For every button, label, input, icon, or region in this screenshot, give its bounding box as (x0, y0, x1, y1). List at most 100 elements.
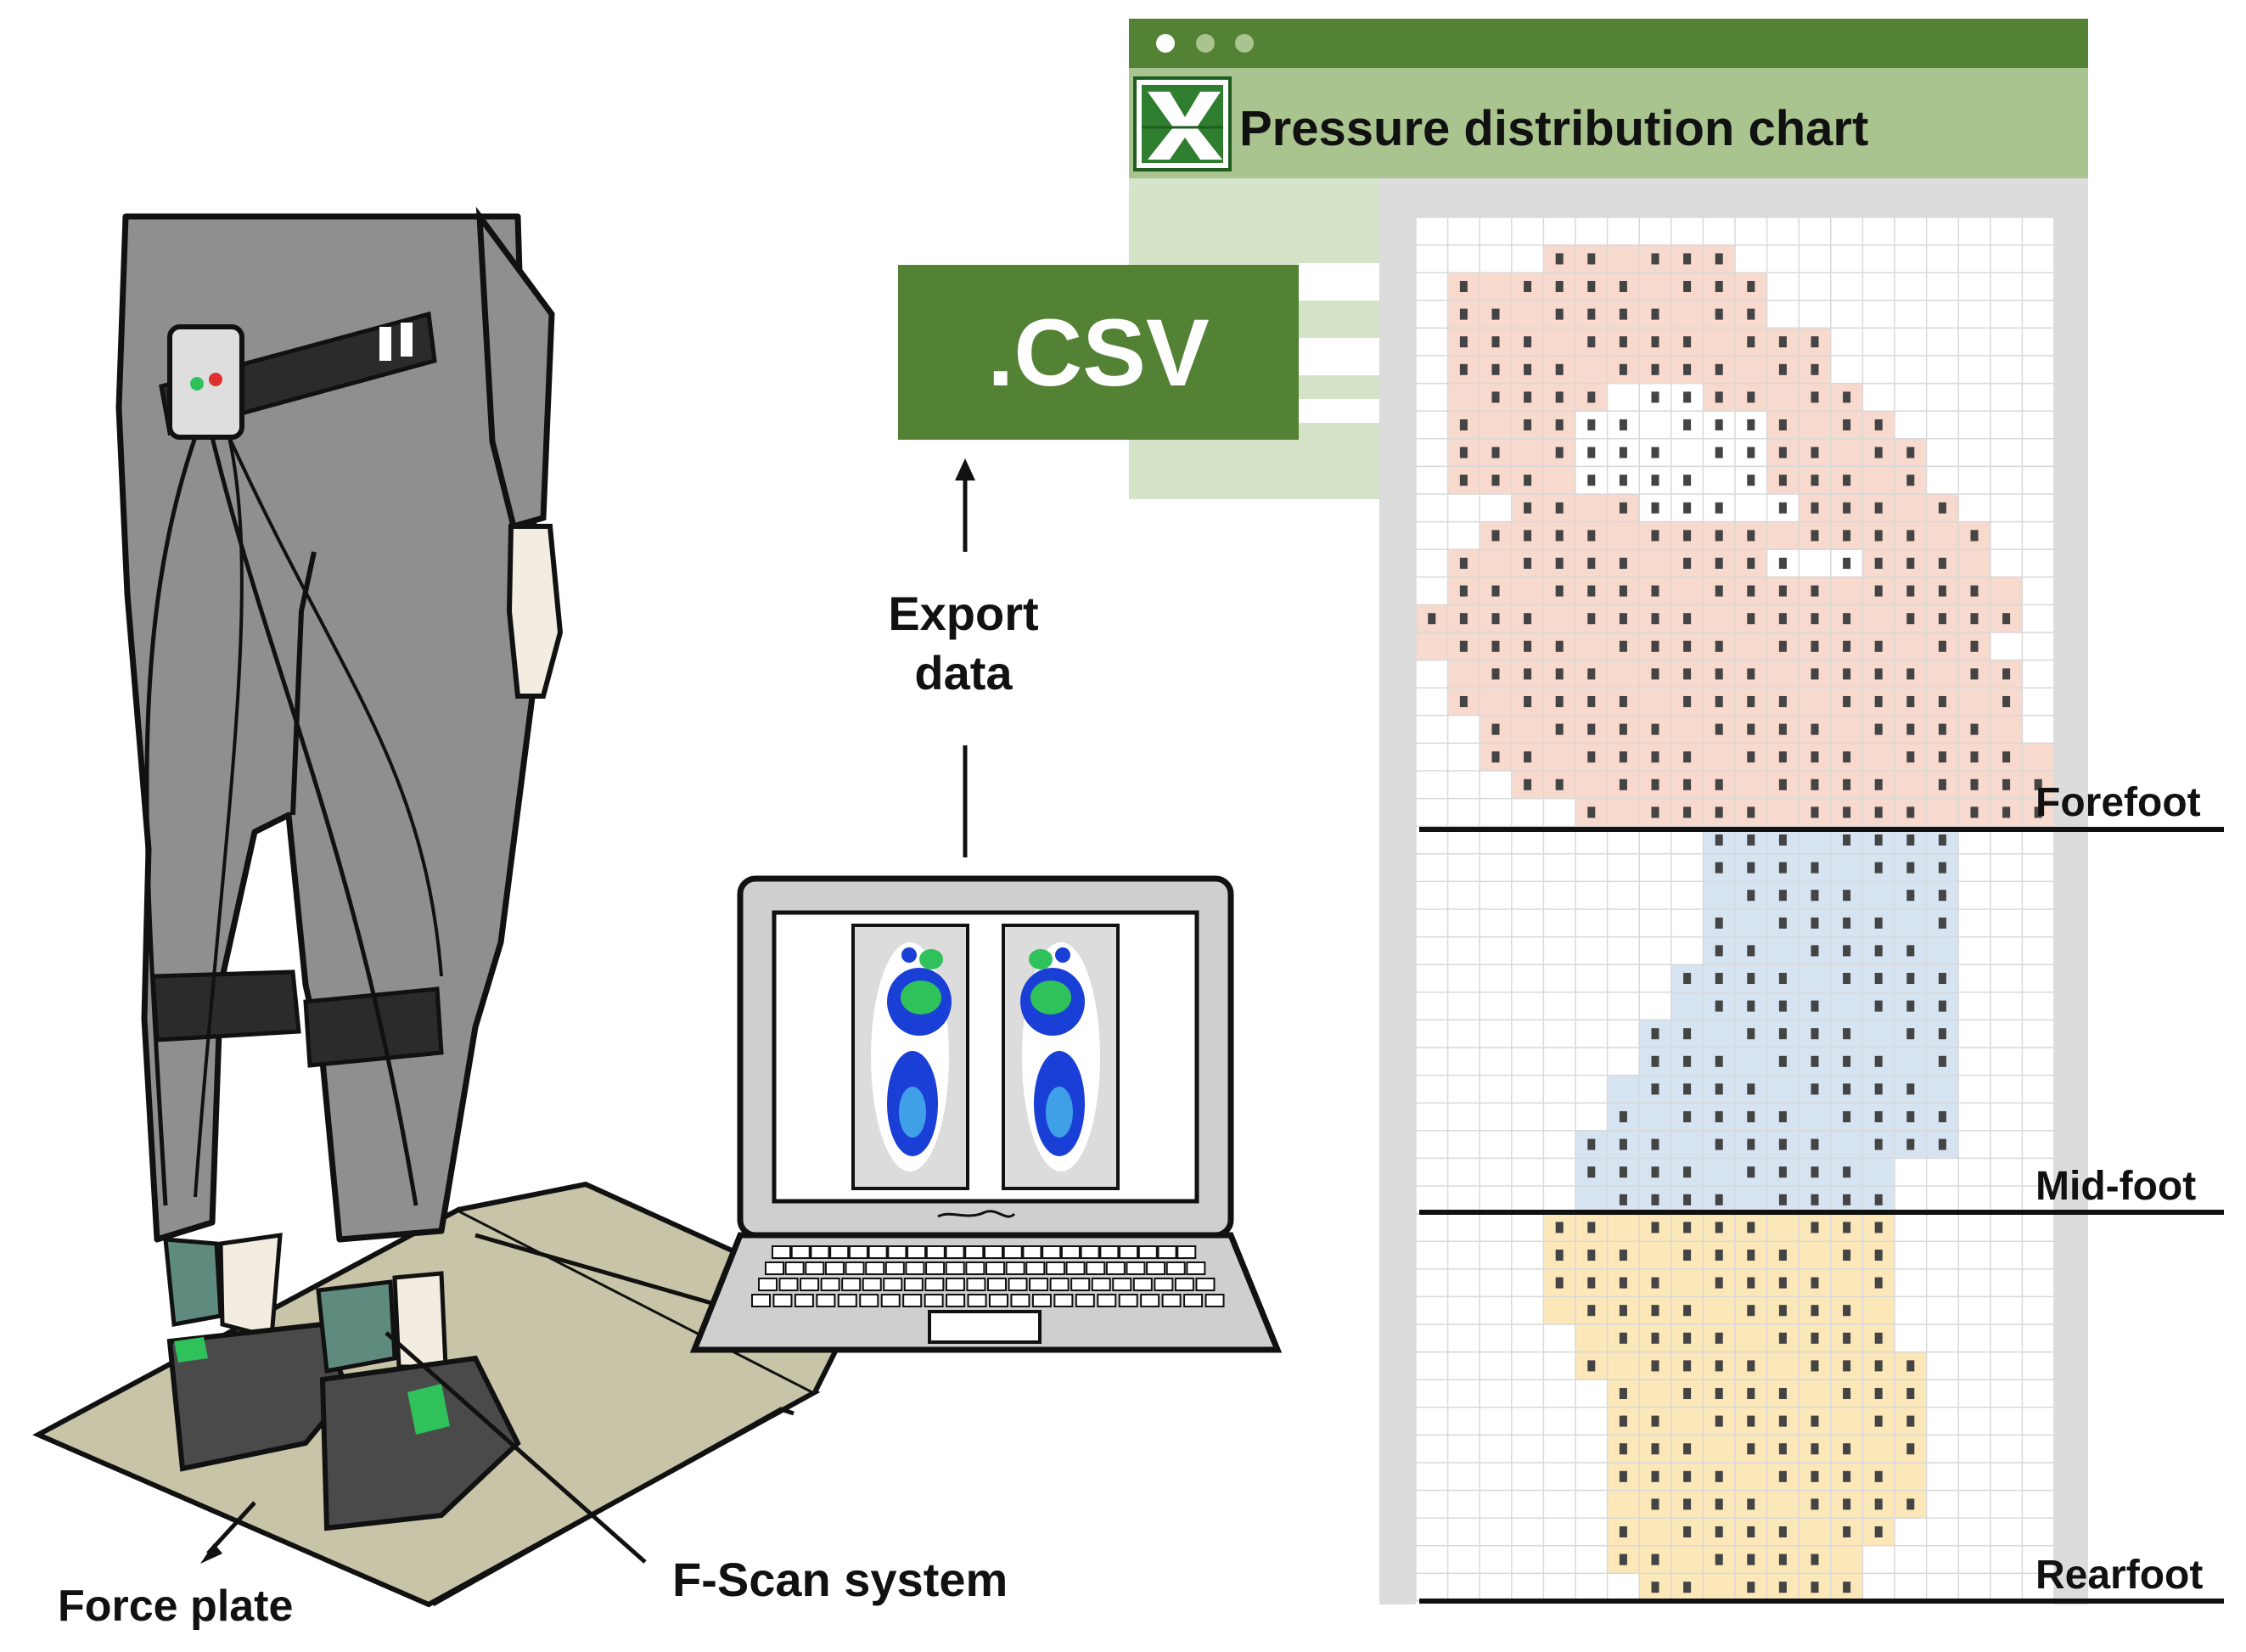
cell-value-mark (1459, 447, 1468, 458)
cell-value-mark (1587, 1249, 1596, 1261)
excel-icon (1133, 76, 1232, 171)
cell-value-mark (1843, 613, 1851, 625)
cell-value-mark (1428, 613, 1436, 625)
cell-value-mark (1619, 1305, 1627, 1317)
cell-value-mark (1843, 1222, 1851, 1233)
cell-value-mark (1555, 363, 1564, 375)
cell-value-mark (1778, 585, 1787, 597)
cell-value-mark (1811, 585, 1819, 597)
cell-value-mark (1778, 862, 1787, 874)
cell-value-mark (1587, 751, 1596, 763)
cell-value-mark (1491, 668, 1500, 680)
cell-value-mark (1491, 363, 1500, 375)
cell-value-mark (2002, 806, 2011, 818)
cell-value-mark (1747, 447, 1755, 458)
cell-value-mark (1906, 862, 1915, 874)
cell-value-mark (1874, 419, 1883, 431)
cell-value-mark (1651, 253, 1659, 265)
export-data-label: Export data (853, 584, 1074, 703)
cell-value-mark (1651, 751, 1659, 763)
cell-value-mark (1811, 806, 1819, 818)
cell-value-mark (1524, 475, 1532, 486)
cell-value-mark (1651, 613, 1659, 625)
cell-value-mark (1906, 1443, 1915, 1455)
cell-value-mark (1491, 751, 1500, 763)
cell-value-mark (1555, 1249, 1564, 1261)
cell-value-mark (1683, 1083, 1692, 1095)
cell-value-mark (1683, 695, 1692, 708)
cell-value-mark (1715, 1526, 1723, 1538)
export-line-2: data (914, 646, 1013, 700)
cell-value-mark (2034, 778, 2042, 790)
cell-value-mark (1874, 1415, 1883, 1427)
cell-value-mark (1491, 391, 1500, 403)
cell-value-mark (1619, 419, 1627, 431)
cell-value-mark (1619, 502, 1627, 514)
cell-value-mark (1683, 1249, 1692, 1261)
cell-value-mark (1843, 806, 1851, 818)
cell-value-mark (1619, 447, 1627, 458)
cell-value-mark (1651, 1028, 1659, 1040)
cell-value-mark (1906, 1000, 1915, 1012)
cell-value-mark (1843, 1028, 1851, 1040)
cell-value-mark (1715, 1387, 1723, 1400)
window-dot-maximize[interactable] (1235, 34, 1254, 53)
cell-value-mark (1715, 1249, 1723, 1261)
cell-value-mark (1747, 1222, 1755, 1233)
cell-value-mark (1459, 475, 1468, 486)
cell-value-mark (1843, 972, 1851, 985)
cell-value-mark (1619, 613, 1627, 625)
cell-value-mark (1843, 1582, 1851, 1593)
cell-value-mark (1811, 945, 1819, 957)
cell-value-mark (1874, 1222, 1883, 1233)
cell-value-mark (1747, 1083, 1755, 1095)
cell-value-mark (1715, 1194, 1723, 1205)
cell-value-mark (1938, 1110, 1946, 1123)
cell-value-mark (1651, 640, 1659, 652)
cell-value-mark (1651, 1360, 1659, 1372)
cell-value-mark (1811, 917, 1819, 929)
fscan-system-label: F-Scan system (672, 1553, 1008, 1606)
cell-value-mark (1651, 308, 1659, 320)
cell-value-mark (1524, 778, 1532, 790)
window-dot-minimize[interactable] (1196, 34, 1215, 53)
fscan-pointer (385, 1331, 647, 1564)
cell-value-mark (1715, 778, 1723, 790)
cell-value-mark (1811, 890, 1819, 902)
cell-value-mark (1587, 308, 1596, 320)
cell-value-mark (1778, 1277, 1787, 1289)
cell-value-mark (1555, 530, 1564, 542)
window-dot-close[interactable] (1156, 34, 1175, 53)
cell-value-mark (1970, 585, 1979, 597)
cell-value-mark (1874, 972, 1883, 985)
cell-value-mark (1619, 1415, 1627, 1427)
cell-value-mark (1906, 1110, 1915, 1123)
cell-value-mark (1843, 890, 1851, 902)
cell-value-mark (1555, 391, 1564, 403)
cell-value-mark (1587, 723, 1596, 735)
cell-value-mark (1715, 723, 1723, 735)
cell-value-mark (1619, 1277, 1627, 1289)
cell-value-mark (1747, 1526, 1755, 1538)
cell-value-mark (1715, 1360, 1723, 1372)
cell-value-mark (1843, 557, 1851, 570)
cell-value-mark (1778, 1415, 1787, 1427)
cell-value-mark (1811, 640, 1819, 652)
cell-value-mark (1970, 806, 1979, 818)
cell-value-mark (1747, 1360, 1755, 1372)
cell-value-mark (2002, 751, 2011, 763)
cell-value-mark (1619, 557, 1627, 570)
cell-value-mark (1747, 557, 1755, 570)
cell-value-mark (1619, 778, 1627, 790)
cell-value-mark (1906, 806, 1915, 818)
cell-value-mark (1843, 834, 1851, 846)
csv-file-box[interactable]: .CSV (898, 265, 1299, 440)
cell-value-mark (1874, 668, 1883, 680)
cell-value-mark (1906, 890, 1915, 902)
cell-value-mark (1715, 972, 1723, 985)
cell-value-mark (1938, 1028, 1946, 1040)
laptop (689, 875, 1283, 1353)
cell-value-mark (1874, 834, 1883, 846)
cell-value-mark (1651, 1277, 1659, 1289)
cell-value-mark (1938, 1055, 1946, 1067)
